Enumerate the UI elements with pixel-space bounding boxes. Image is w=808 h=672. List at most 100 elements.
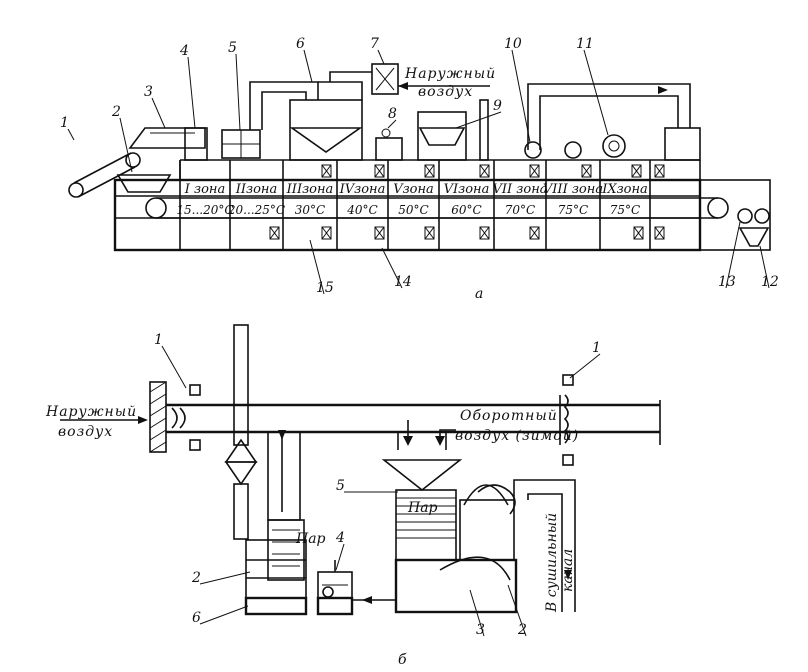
nozzle-box [424,164,435,178]
infeed-conveyor [68,152,141,198]
zone-name: VIII зона [543,182,603,197]
nozzle-box [633,226,644,240]
nozzle-box [374,226,385,240]
b-to-channel-line1: В сушильный [544,513,560,613]
nozzle-box [654,164,665,178]
fan-block [184,127,208,161]
exhaust-cyclone [664,127,701,161]
nozzle-box [321,226,332,240]
zone-temperature: 70°C [505,203,535,217]
callout-b: 1 [154,332,163,348]
nozzle-box [424,226,435,240]
callout-a: 3 [144,84,153,100]
callout-b: 2 [517,622,527,638]
diagram-b-letter: б [398,652,407,668]
callout-a: 7 [370,36,379,52]
callout-b: 3 [476,622,485,638]
b-steam-label-left: Пар [295,531,326,547]
recirculation-fan-10b [564,141,582,159]
zone-name: Vзона [393,182,434,197]
zone-temperature: 30°C [295,203,325,217]
exhaust-hood [128,127,206,149]
inlet-wall-grille [149,381,167,453]
zone-name: IXзона [601,182,648,197]
feed-hopper [116,174,172,193]
callout-b: 6 [192,610,201,626]
b-outside-air-line1: Наружный [45,404,137,420]
callout-a: 2 [111,104,121,120]
zone-name: I зона [184,182,226,197]
humidifier [417,111,467,161]
pump-unit [375,137,403,161]
zone-temperature: 15...20°C [176,203,233,217]
nozzle-box [529,164,540,178]
zone-name: VIзона [444,182,490,197]
callout-a: 10 [504,36,522,52]
zone-temperature: 20...25°C [227,203,285,217]
damper-left-bottom [189,439,201,451]
callout-b: 2 [191,570,201,586]
conveyor-drum-right [707,197,729,219]
b-outside-air-line2: воздух [58,424,113,440]
callout-a: 1 [60,115,69,131]
recirculation-fan-11 [602,134,626,158]
a-outside-air-line1: Наружный [404,66,496,82]
nozzle-box [269,226,280,240]
callout-a: 4 [179,43,189,59]
callout-a: 12 [761,274,779,290]
damper-right-bottom [562,454,574,466]
heater-chamber [381,432,576,614]
zone-temperature: 75°C [610,203,640,217]
b-recirculated-air-line1: Оборотный [460,408,558,424]
nozzle-box [654,226,665,240]
damper-right-top [562,374,574,386]
conditioner-unit [289,99,363,161]
filter-cone [289,127,363,153]
outside-air-inlet-filter [371,63,399,95]
callout-a: 5 [228,40,237,56]
callout-a: 11 [576,36,594,52]
zone-temperature: 50°C [398,203,428,217]
discharge-section [699,179,771,251]
callout-a: 9 [493,98,502,114]
zone-name: VII зона [492,182,547,197]
damper-left-top [189,384,201,396]
exhaust-stack [224,324,258,540]
conveyor-drum-left [145,197,167,219]
zone-name: IIзона [235,182,278,197]
callout-b: 1 [592,340,601,356]
callout-a: 6 [296,36,305,52]
a-outside-air-line2: воздух [418,84,473,100]
nozzle-box [321,164,332,178]
b-to-channel-line2: канал [560,549,576,592]
diagram-a-letter: а [475,286,483,302]
nozzle-box [529,226,540,240]
nozzle-box [479,226,490,240]
nozzle-box [581,164,592,178]
discharge-roller-left [737,208,753,224]
base-tank-6 [244,596,308,616]
zone-name: IIIзона [286,182,334,197]
air-supply-diagram-b: Наружный воздух Оборотный воздух (зимой)… [45,324,661,668]
zone-temperature: 75°C [558,203,588,217]
zone-temperature: 60°C [451,203,481,217]
b-steam-label-right: Пар [407,500,438,516]
discharge-roller-right [754,208,770,224]
nozzle-box [374,164,385,178]
callout-b: 5 [336,478,345,494]
discharge-hopper [738,227,770,247]
recirculation-fan-10 [524,141,542,159]
callout-b: 4 [335,530,345,546]
callout-a: 8 [388,106,397,122]
zone-name: IVзона [339,182,386,197]
callout-a: 13 [718,274,736,290]
duct-network-top [249,71,372,161]
callout-a: 14 [394,274,412,290]
nozzle-box [631,164,642,178]
b-recirculated-air-line2: воздух (зимой) [455,428,579,444]
zone-temperature: 40°C [346,203,377,217]
callout-a: 15 [316,280,334,296]
